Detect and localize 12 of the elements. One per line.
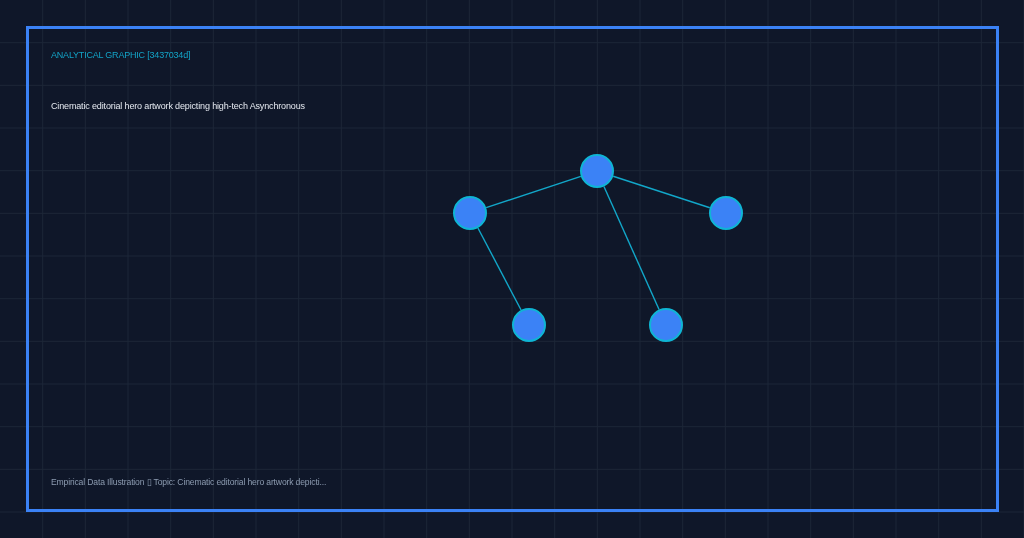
circle-node xyxy=(649,308,683,342)
circle-node xyxy=(709,196,743,230)
caption: Empirical Data Illustration ▯ Topic: Cinematic editorial hero artwork depicti... xyxy=(51,477,327,488)
circle-node xyxy=(453,196,487,230)
title: ANALYTICAL GRAPHIC [3437034d] xyxy=(51,50,191,61)
circle-node xyxy=(580,154,614,188)
connector-line xyxy=(485,175,582,209)
circle-node xyxy=(512,308,546,342)
connector-line xyxy=(603,185,660,311)
connector-line xyxy=(612,175,711,209)
connector-line xyxy=(477,227,522,311)
subtitle: Cinematic editorial hero artwork depicting high-tech Asynchronous xyxy=(51,101,305,112)
